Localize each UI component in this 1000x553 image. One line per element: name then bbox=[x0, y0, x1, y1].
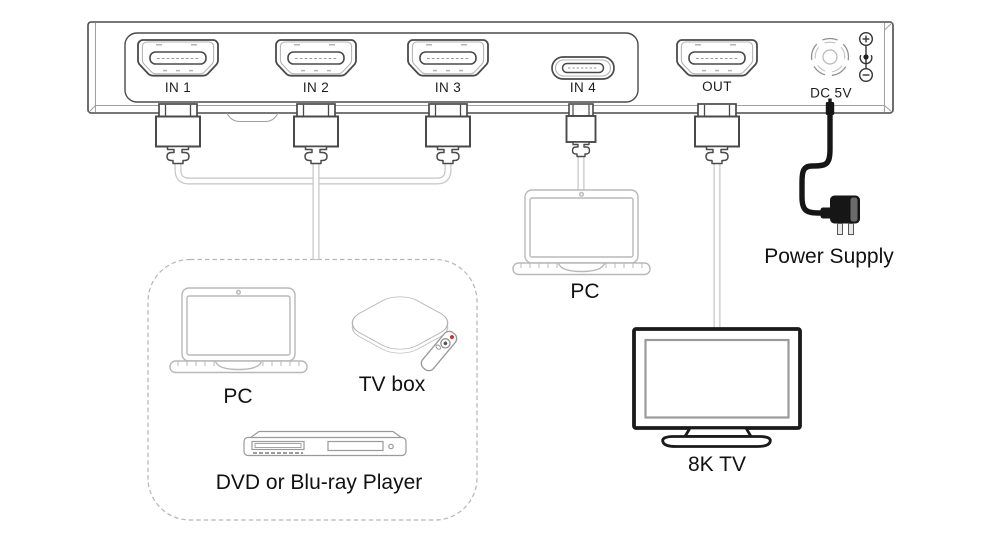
port-label-dc: DC 5V bbox=[810, 86, 852, 101]
hdmi-port-in3 bbox=[407, 39, 489, 77]
hdmi-plug-in1 bbox=[155, 103, 201, 165]
dvd-player-icon bbox=[243, 430, 407, 457]
usbc-plug-in4 bbox=[565, 103, 597, 158]
hdmi-plug-in3 bbox=[425, 103, 471, 165]
polarity-icon bbox=[859, 32, 874, 82]
laptop-icon-source-pc bbox=[169, 287, 308, 374]
hdmi-port-in2 bbox=[275, 39, 357, 77]
port-label-in2: IN 2 bbox=[303, 80, 329, 95]
port-label-in4: IN 4 bbox=[570, 80, 596, 95]
hdmi-port-in1 bbox=[137, 39, 219, 77]
usbc-port-in4 bbox=[551, 56, 615, 80]
power-supply-label: Power Supply bbox=[764, 245, 894, 268]
panel-bottom-notch bbox=[226, 112, 279, 122]
tv-label: 8K TV bbox=[688, 453, 746, 476]
hdmi-port-out bbox=[676, 39, 758, 77]
tv-icon bbox=[632, 327, 802, 448]
dc-plug bbox=[825, 102, 835, 115]
dvd-label: DVD or Blu-ray Player bbox=[216, 471, 423, 494]
tv-box-label: TV box bbox=[359, 373, 426, 396]
switcher-panel: IN 1 IN 2 IN 3 IN 4 OUT DC 5V bbox=[87, 21, 894, 122]
input-ports-recess bbox=[124, 32, 639, 103]
power-cable bbox=[799, 98, 835, 216]
laptop-icon-usb-pc bbox=[512, 189, 651, 276]
remote-icon bbox=[420, 330, 458, 372]
tv-box-icon bbox=[351, 296, 449, 354]
port-label-out: OUT bbox=[702, 79, 732, 94]
hdmi-plug-out bbox=[694, 103, 740, 165]
source-pc-label: PC bbox=[223, 385, 252, 408]
dc-jack bbox=[809, 37, 851, 78]
power-adapter-icon bbox=[820, 195, 860, 235]
port-label-in1: IN 1 bbox=[165, 80, 191, 95]
usb-pc-label: PC bbox=[570, 280, 599, 303]
hdmi-plug-in2 bbox=[293, 103, 339, 165]
port-label-in3: IN 3 bbox=[435, 80, 461, 95]
remote-power-led bbox=[449, 335, 454, 340]
